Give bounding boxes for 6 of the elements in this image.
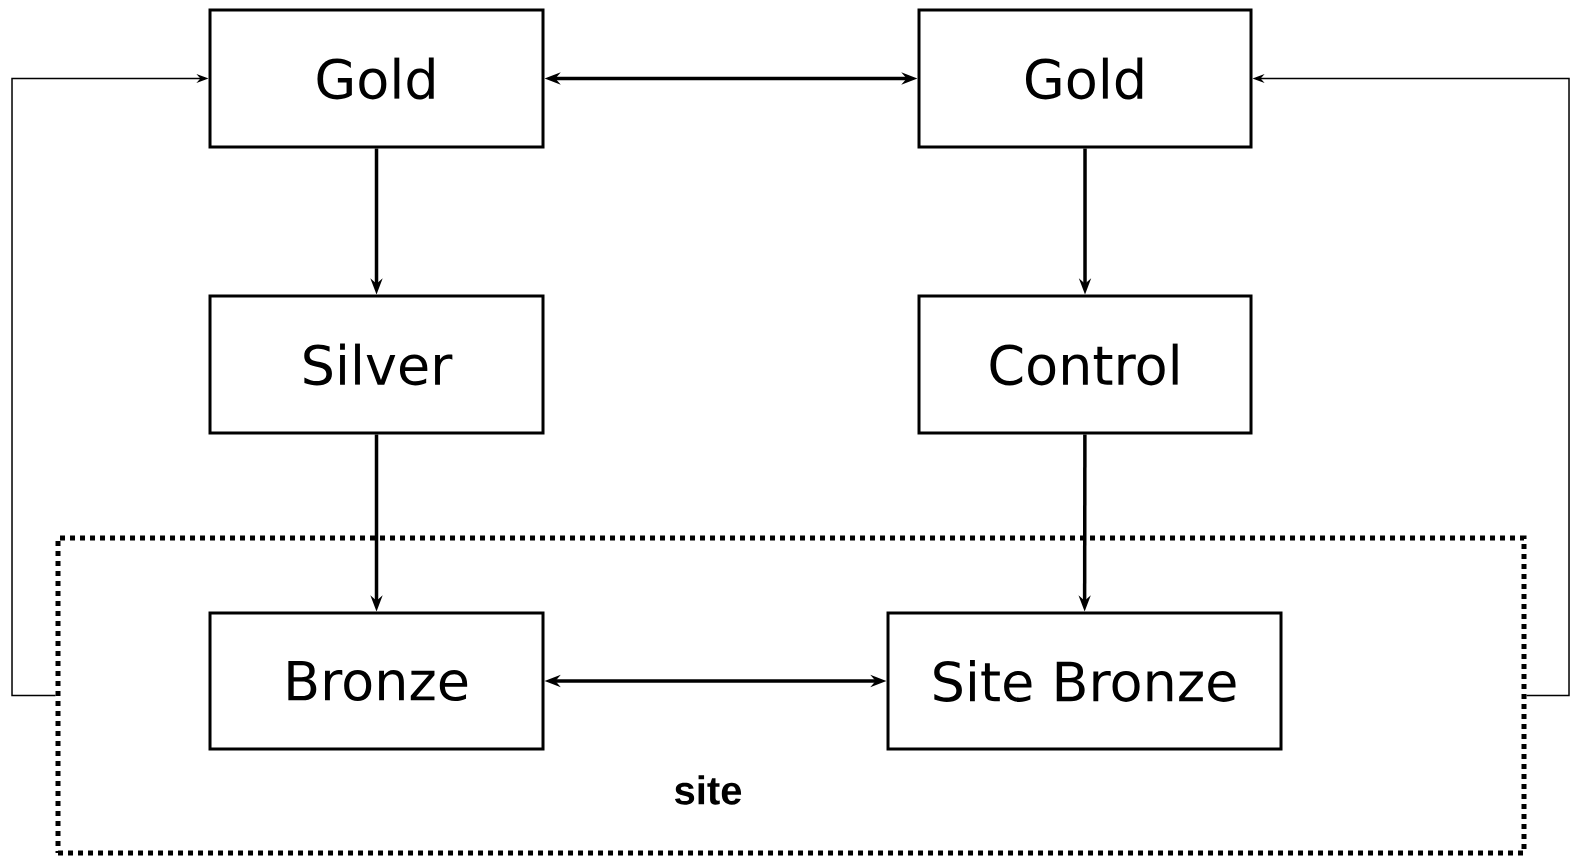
process-box: Control — [917, 294, 1253, 435]
process-box: Bronze — [208, 611, 545, 751]
process-box: Silver — [208, 294, 545, 435]
process-box: Gold — [917, 8, 1253, 149]
process-box: Gold — [208, 8, 545, 149]
process-box: Site Bronze — [886, 611, 1283, 751]
